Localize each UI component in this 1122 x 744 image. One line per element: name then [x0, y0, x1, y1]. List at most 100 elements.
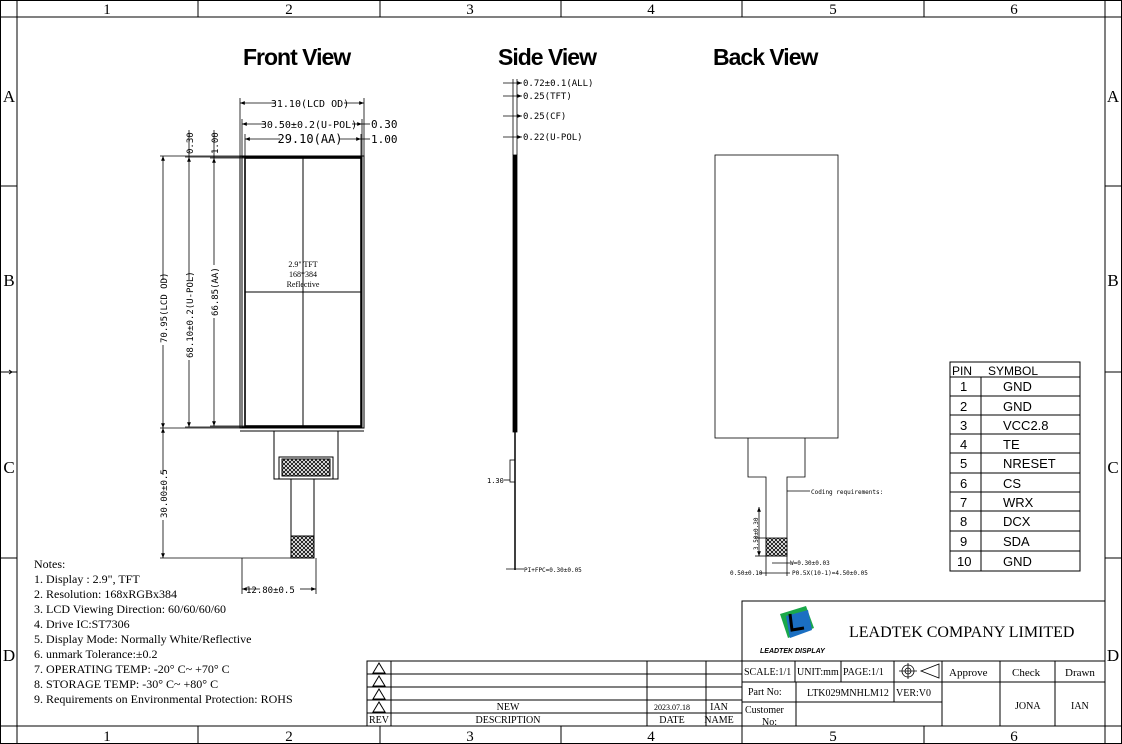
company-name: LEADTEK COMPANY LIMITED — [849, 624, 1074, 641]
side-stiffener — [509, 459, 516, 483]
dim-upol-gap: 0.30 — [371, 118, 398, 131]
side-dim-labels: 0.72±0.1(ALL) 0.25(TFT) 0.25(CF) 0.22(U-… — [487, 79, 593, 574]
panel-label-resolution: 168*384 — [289, 270, 317, 279]
dim-aa-height: 66.85(AA) — [211, 267, 221, 316]
check-label: Check — [1012, 667, 1041, 679]
back-contacts-hatch — [765, 537, 788, 557]
back-trace-width: W=0.30±0.03 — [790, 560, 830, 567]
back-coding-requirements: Coding requirements: — [811, 489, 883, 496]
row-label-a-right: A — [1107, 87, 1120, 106]
check-name: JONA — [1015, 701, 1041, 712]
side-panel-body — [512, 154, 518, 433]
front-dimensions — [160, 98, 370, 594]
pin-symbol: WRX — [1003, 495, 1034, 510]
back-edge: 0.50±0.10 — [730, 570, 763, 577]
row-label-d-right: D — [1107, 646, 1119, 665]
panel-label: 2.9" TFT 168*384 Reflective — [287, 260, 320, 289]
pin-number: 3 — [960, 418, 967, 433]
pin-number: 5 — [960, 456, 967, 471]
row-label-d: D — [3, 646, 15, 665]
back-view-title: Back View — [713, 44, 818, 70]
col-label-1: 1 — [103, 2, 111, 18]
dim-aa-width: 29.10(AA) — [277, 132, 342, 146]
back-view — [714, 154, 839, 576]
note-item: 8. STORAGE TEMP: -30° C~ +80° C — [34, 677, 218, 691]
side-view — [503, 79, 524, 570]
notes: Notes: 1. Display : 2.9", TFT 2. Resolut… — [34, 557, 293, 706]
col-label-2: 2 — [285, 2, 293, 18]
part-no-label: Part No: — [748, 687, 782, 698]
center-arrow — [3, 369, 13, 375]
col-label-1-bottom: 1 — [103, 729, 111, 744]
back-panel — [714, 154, 839, 439]
dim-thickness-tft: 0.25(TFT) — [523, 92, 572, 102]
dim-fpc-width: 12.80±0.5 — [246, 586, 295, 596]
front-dim-labels: 31.10(LCD OD) 30.50±0.2(U-POL) 0.30 29.1… — [160, 99, 398, 596]
pin-number: 6 — [960, 476, 967, 491]
row-label-c-right: C — [1107, 458, 1118, 477]
row-label-a: A — [3, 87, 16, 106]
pin-number: 4 — [960, 437, 967, 452]
view-titles: Front View Side View Back View — [243, 44, 819, 70]
row-label-c: C — [3, 458, 14, 477]
dim-lcd-od-width: 31.10(LCD OD) — [271, 99, 349, 110]
col-label-6: 6 — [1010, 2, 1018, 18]
pin-symbol: DCX — [1003, 514, 1031, 529]
dim-thickness-cf: 0.25(CF) — [523, 112, 566, 122]
dim-thickness-all: 0.72±0.1(ALL) — [523, 79, 593, 89]
col-label-2-bottom: 2 — [285, 729, 293, 744]
scale-label: SCALE:1/1 — [744, 667, 791, 678]
dim-pi-fpc: PI+FPC=0.30±0.05 — [524, 567, 582, 574]
dim-left-030: 0.30 — [186, 132, 196, 154]
revision-description: NEW — [497, 702, 520, 713]
stiffener — [278, 456, 334, 480]
col-label-3: 3 — [466, 2, 474, 18]
panel-label-mode: Reflective — [287, 280, 320, 289]
pin-number: 2 — [960, 399, 967, 414]
revision-text: REV DESCRIPTION DATE NAME NEW 2023.07.18… — [369, 702, 734, 726]
page-label: PAGE:1/1 — [843, 667, 884, 678]
back-pitch: P0.5X(10-1)=4.50±0.05 — [792, 570, 868, 577]
pin-number: 8 — [960, 514, 967, 529]
title-block-text: LEADTEK COMPANY LIMITED SCALE:1/1 UNIT:m… — [744, 624, 1095, 728]
part-number: LTK029MNHLM12 — [807, 688, 889, 699]
pin-number: 7 — [960, 495, 967, 510]
note-item: 5. Display Mode: Normally White/Reflecti… — [34, 632, 251, 646]
dim-fpc-length: 30.00±0.5 — [160, 469, 170, 518]
pin-symbol: VCC2.8 — [1003, 418, 1049, 433]
note-item: 7. OPERATING TEMP: -20° C~ +70° C — [34, 662, 230, 676]
revision-date: 2023.07.18 — [654, 703, 690, 712]
col-label-4: 4 — [647, 2, 655, 18]
note-item: 2. Resolution: 168xRGBx384 — [34, 587, 177, 601]
revision-block — [366, 660, 743, 727]
approve-label: Approve — [949, 667, 988, 679]
drawn-label: Drawn — [1065, 667, 1095, 679]
pin-symbol: GND — [1003, 399, 1032, 414]
back-dim-labels: Coding requirements: 3.50±0.30 W=0.30±0.… — [730, 489, 883, 577]
dim-left-100: 1.00 — [211, 132, 221, 154]
customer-label: Customer — [745, 705, 785, 716]
pin-number: 10 — [957, 554, 971, 569]
connector-hatch — [281, 458, 331, 477]
frame-labels: 1 2 3 4 5 6 1 2 3 4 5 6 A B C D A B C D — [3, 2, 1120, 744]
logo-text: LEADTEK DISPLAY — [760, 648, 826, 655]
leadtek-logo: LEADTEK DISPLAY — [760, 606, 826, 655]
pin-symbol: CS — [1003, 476, 1021, 491]
pin-table: PIN SYMBOL 1 GND 2 GND 3 VCC2.8 4 TE 5 N… — [949, 361, 1081, 572]
fpc-contacts-hatch — [290, 535, 315, 559]
col-label-3-bottom: 3 — [466, 729, 474, 744]
projection-symbol-icon — [899, 663, 940, 679]
revision-name: IAN — [710, 702, 728, 713]
description-label: DESCRIPTION — [475, 715, 540, 726]
panel-label-size: 2.9" TFT — [288, 260, 317, 269]
dim-stiffener: 1.30 — [487, 477, 504, 485]
date-label: DATE — [659, 715, 685, 726]
pin-symbol: GND — [1003, 379, 1032, 394]
pin-number: 1 — [960, 379, 967, 394]
drawn-name: IAN — [1071, 701, 1089, 712]
dim-upol-width: 30.50±0.2(U-POL) — [261, 120, 357, 131]
rev-label: REV — [369, 715, 390, 726]
upol-outline — [241, 156, 363, 428]
col-label-5-bottom: 5 — [829, 729, 837, 744]
note-item: 3. LCD Viewing Direction: 60/60/60/60 — [34, 602, 226, 616]
